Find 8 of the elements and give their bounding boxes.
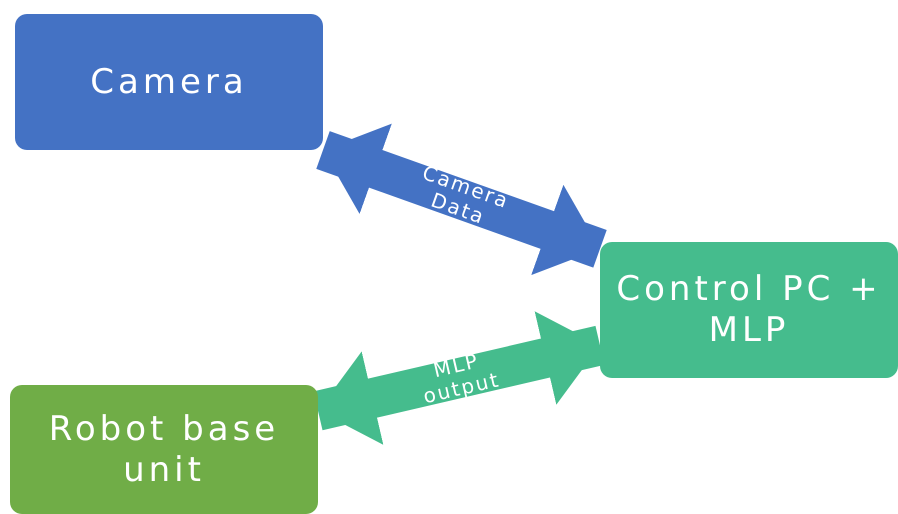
box-label: Control PC + MLP [615, 269, 883, 351]
box-label: Robot base unit [48, 408, 280, 490]
process-box [600, 242, 898, 378]
edge-label: MLP output [420, 347, 504, 410]
box-label: Camera [90, 62, 248, 102]
process-box [15, 14, 323, 150]
double-arrow [316, 124, 607, 276]
process-box [10, 385, 318, 514]
